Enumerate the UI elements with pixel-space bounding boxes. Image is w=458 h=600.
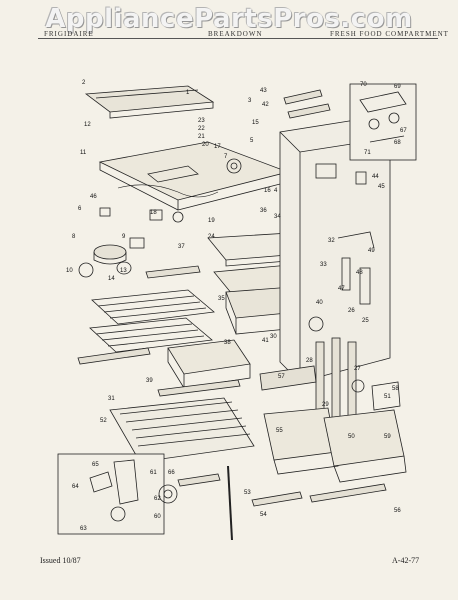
watermark: AppliancePartsPros.com xyxy=(45,4,413,34)
callout-4: 4 xyxy=(274,188,278,194)
callout-67: 67 xyxy=(400,128,407,134)
callout-70: 70 xyxy=(360,82,367,88)
callout-27: 27 xyxy=(354,366,361,372)
callout-66: 66 xyxy=(168,470,175,476)
callout-12: 12 xyxy=(84,122,91,128)
callout-2: 2 xyxy=(82,80,86,86)
callout-17: 17 xyxy=(214,144,221,150)
callout-22: 22 xyxy=(198,126,205,132)
callout-21: 21 xyxy=(198,134,205,140)
callout-13: 13 xyxy=(120,268,127,274)
callout-53: 53 xyxy=(244,490,251,496)
callout-16: 16 xyxy=(264,188,271,194)
callout-65: 65 xyxy=(92,462,99,468)
issued-date: Issued 10/87 xyxy=(40,556,81,565)
callout-23: 23 xyxy=(198,118,205,124)
part-rod xyxy=(227,465,233,541)
callout-52: 52 xyxy=(100,418,107,424)
part-bin-cover-strip-1 xyxy=(251,491,303,507)
callout-41: 41 xyxy=(262,338,269,344)
part-crisper-drawer xyxy=(167,339,251,389)
callout-71: 71 xyxy=(364,150,371,156)
callout-25: 25 xyxy=(362,318,369,324)
callout-48: 48 xyxy=(356,270,363,276)
callout-39: 39 xyxy=(146,378,153,384)
callout-9: 9 xyxy=(122,234,126,240)
callout-1: 1 xyxy=(186,90,190,96)
callout-33: 33 xyxy=(320,262,327,268)
callout-18: 18 xyxy=(150,210,157,216)
callout-50: 50 xyxy=(348,434,355,440)
header-brand: FRIGIDAIRE xyxy=(44,30,94,38)
callout-63: 63 xyxy=(80,526,87,532)
callout-62: 62 xyxy=(154,496,161,502)
callout-42: 42 xyxy=(262,102,269,108)
callout-37: 37 xyxy=(178,244,185,250)
callout-44: 44 xyxy=(372,174,379,180)
callout-26: 26 xyxy=(348,308,355,314)
callout-19: 19 xyxy=(208,218,215,224)
callout-56: 56 xyxy=(394,508,401,514)
callout-61: 61 xyxy=(150,470,157,476)
callout-20: 20 xyxy=(202,142,209,148)
callout-55: 55 xyxy=(276,428,283,434)
callout-11: 11 xyxy=(80,150,87,156)
inset-roller-assembly xyxy=(57,453,178,535)
callout-45: 45 xyxy=(378,184,385,190)
callout-59: 59 xyxy=(384,434,391,440)
callout-69: 69 xyxy=(394,84,401,90)
callout-58: 58 xyxy=(392,386,399,392)
callout-10: 10 xyxy=(66,268,73,274)
callout-57: 57 xyxy=(278,374,285,380)
callout-40: 40 xyxy=(316,300,323,306)
callout-35: 35 xyxy=(218,296,225,302)
callout-24: 24 xyxy=(208,234,215,240)
callout-15: 15 xyxy=(252,120,259,126)
header-rule xyxy=(38,38,438,39)
inset-light-assembly xyxy=(349,83,417,161)
part-drawer-cover-strip xyxy=(157,379,241,397)
callout-43: 43 xyxy=(260,88,267,94)
callout-32: 32 xyxy=(328,238,335,244)
callout-49: 49 xyxy=(368,248,375,254)
callout-60: 60 xyxy=(154,514,161,520)
part-top-rails xyxy=(283,89,331,119)
part-shelf-trim xyxy=(77,265,201,365)
diagram-code: A-42-77 xyxy=(392,556,420,565)
part-crisper-bin-left xyxy=(263,407,339,475)
callout-7: 7 xyxy=(224,154,228,160)
part-glass-shelf-lower xyxy=(109,397,255,463)
callout-3: 3 xyxy=(248,98,252,104)
callout-28: 28 xyxy=(306,358,313,364)
part-bin-cover-strip-3 xyxy=(177,473,221,487)
callout-6: 6 xyxy=(78,206,82,212)
part-crisper-bin-right xyxy=(323,409,407,483)
callout-54: 54 xyxy=(260,512,267,518)
part-wire-shelf-1 xyxy=(91,289,215,325)
callout-46: 46 xyxy=(90,194,97,200)
callout-8: 8 xyxy=(72,234,76,240)
callout-34: 34 xyxy=(274,214,281,220)
callout-29: 29 xyxy=(322,402,329,408)
callout-68: 68 xyxy=(394,140,401,146)
part-vertical-rails xyxy=(259,337,401,423)
callout-14: 14 xyxy=(108,276,115,282)
header-title: BREAKDOWN xyxy=(208,30,263,38)
callout-51: 51 xyxy=(384,394,391,400)
callout-36: 36 xyxy=(260,208,267,214)
callout-31: 31 xyxy=(108,396,115,402)
part-bin-cover-strip-2 xyxy=(309,483,387,503)
part-thermostat-assembly xyxy=(99,184,219,223)
part-wire-shelf-2 xyxy=(89,317,213,353)
callout-38: 38 xyxy=(224,340,231,346)
callout-47: 47 xyxy=(338,286,345,292)
header-section: FRESH FOOD COMPARTMENT xyxy=(330,30,449,38)
part-top-cover xyxy=(84,85,215,119)
callout-5: 5 xyxy=(250,138,254,144)
part-fan-motor xyxy=(78,237,145,278)
callout-30: 30 xyxy=(270,334,277,340)
callout-64: 64 xyxy=(72,484,79,490)
